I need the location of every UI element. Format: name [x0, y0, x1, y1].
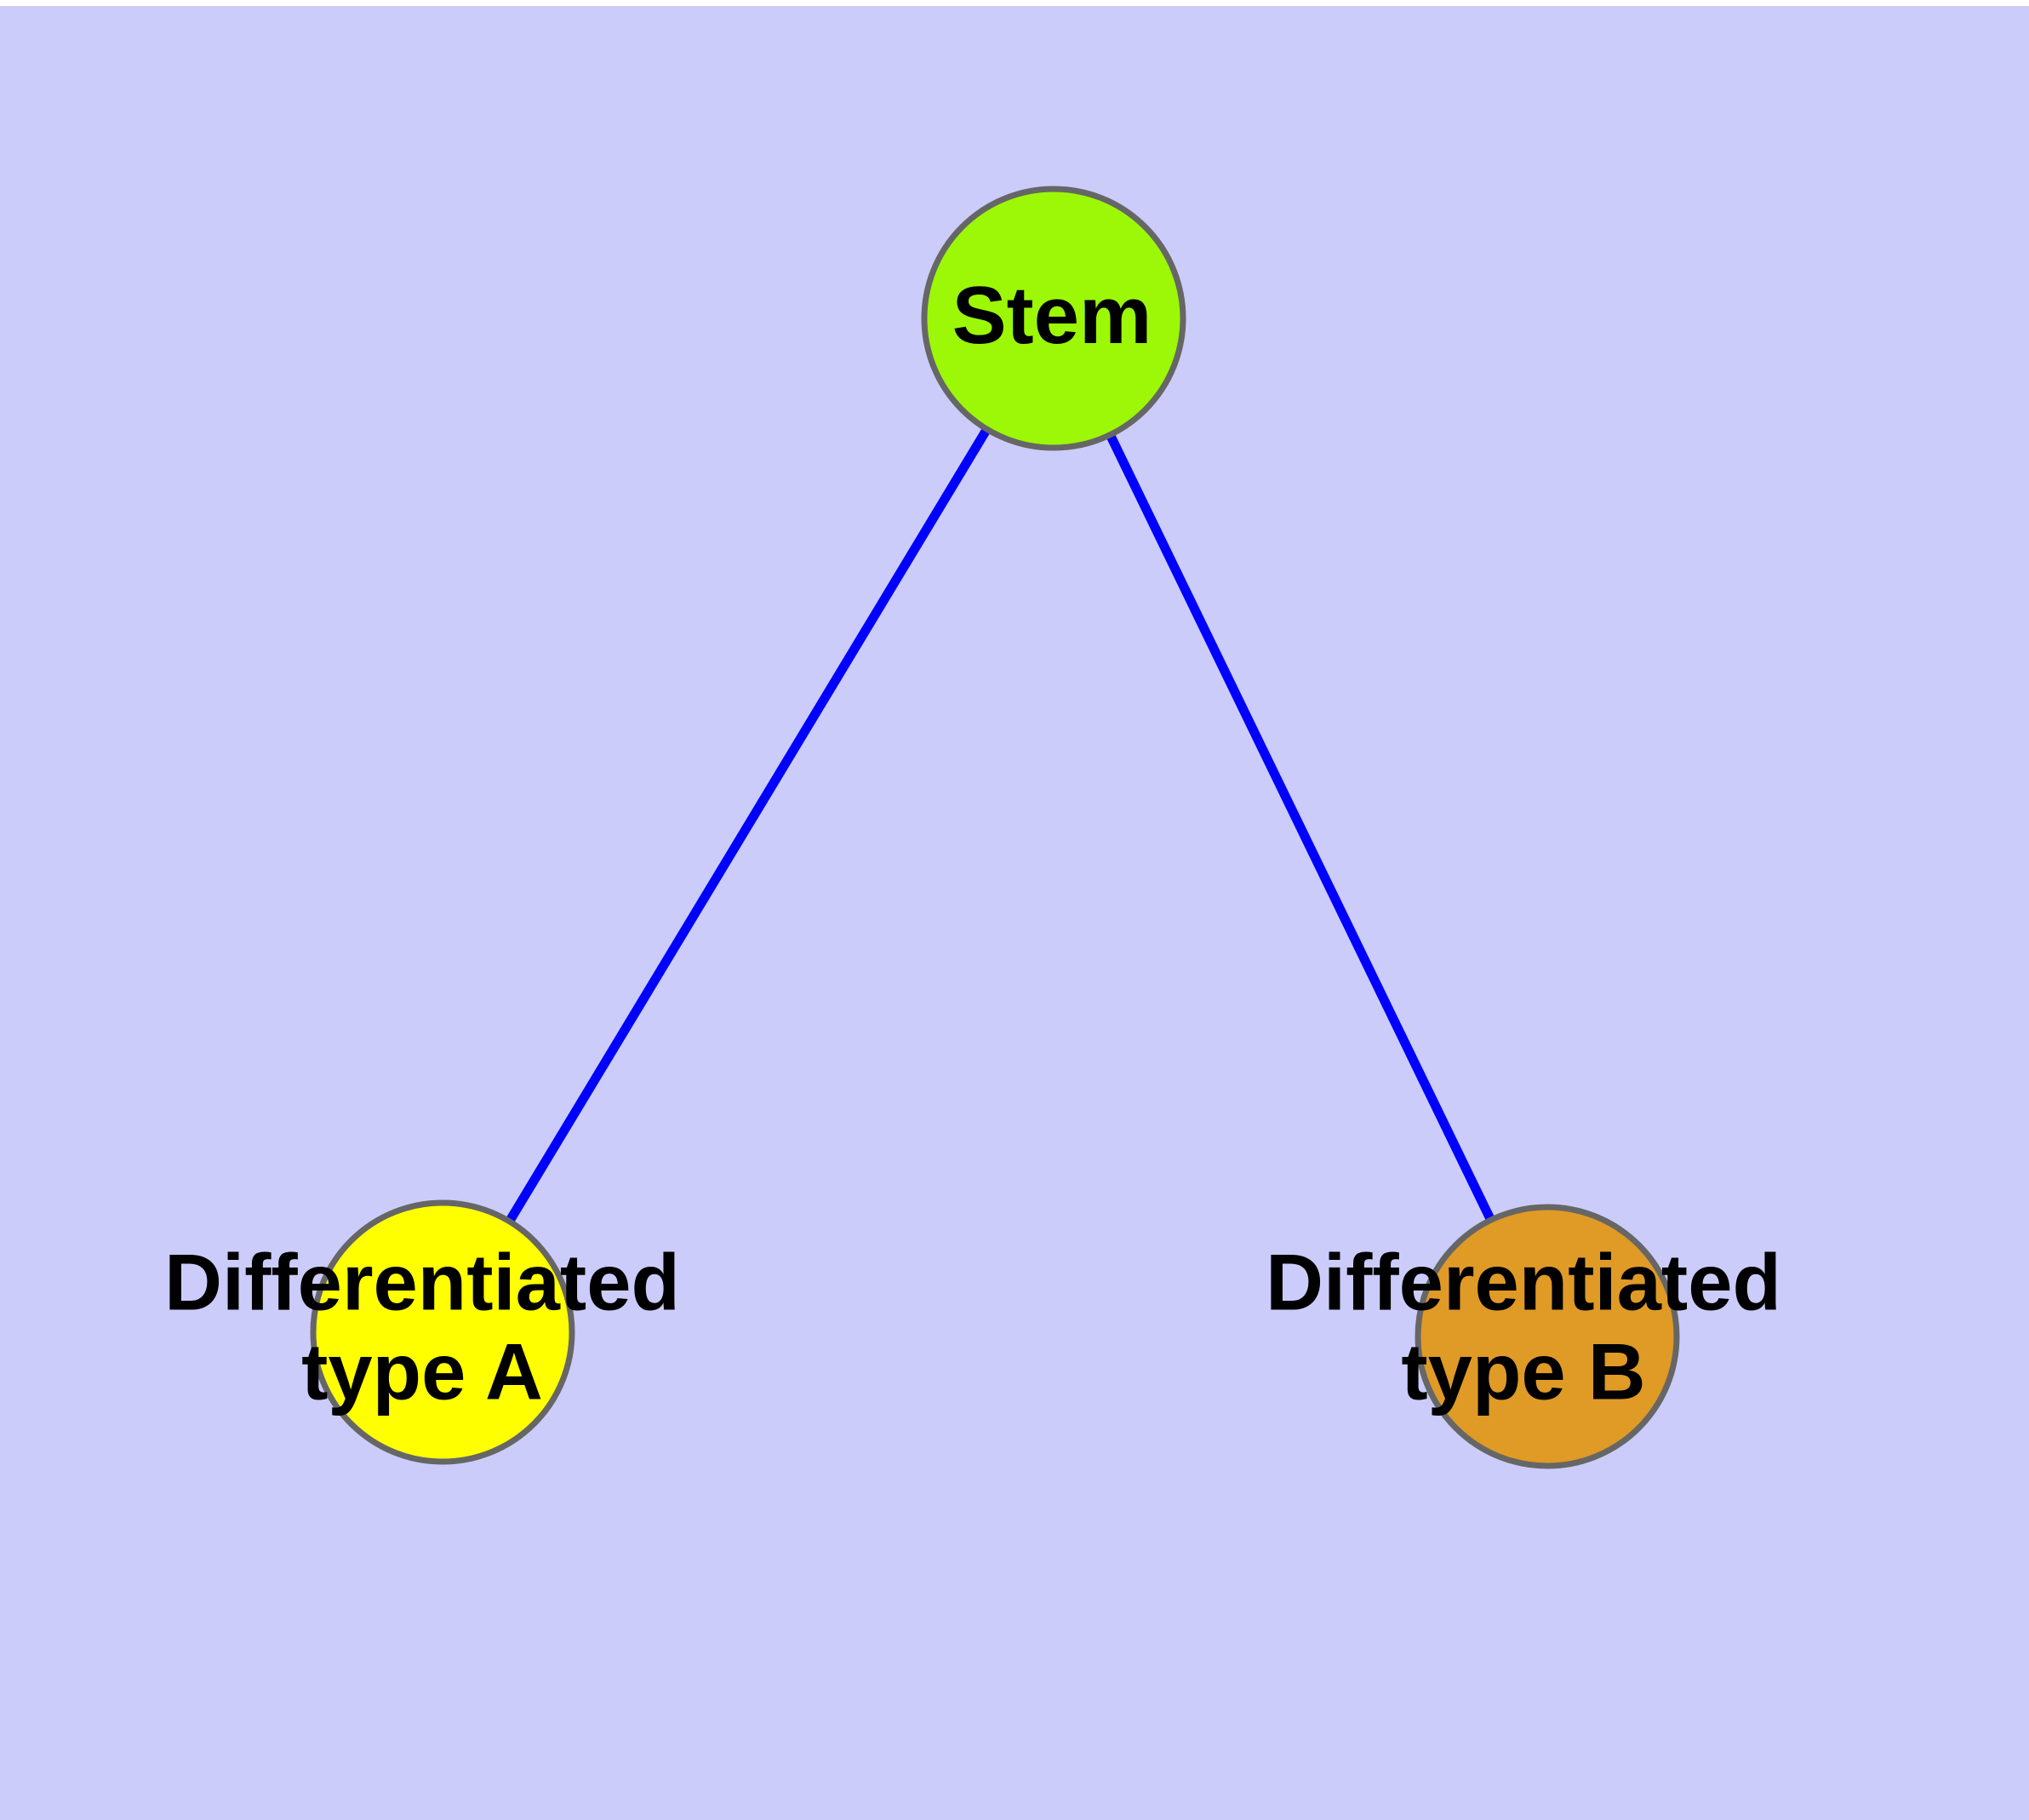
- node-diff_a[interactable]: [310, 1199, 575, 1465]
- node-label-line: Differentiated: [1266, 1237, 1781, 1326]
- edge-stem-diff-b: [1049, 316, 1552, 1339]
- node-circle-stem[interactable]: [921, 186, 1186, 451]
- edge-stem-diff-a: [438, 316, 1058, 1335]
- node-stem[interactable]: [921, 186, 1186, 451]
- node-label-line: Differentiated: [164, 1237, 680, 1326]
- node-label-line: Stem: [952, 270, 1152, 361]
- node-label-line: type B: [1401, 1326, 1645, 1416]
- node-label-stem: Stem: [952, 270, 1152, 361]
- node-circle-diff_a[interactable]: [310, 1199, 575, 1465]
- node-circle-diff_b[interactable]: [1415, 1204, 1680, 1469]
- edge-layer: [438, 316, 1552, 1339]
- node-diff_b[interactable]: [1415, 1204, 1680, 1469]
- node-label-line: type A: [301, 1326, 543, 1416]
